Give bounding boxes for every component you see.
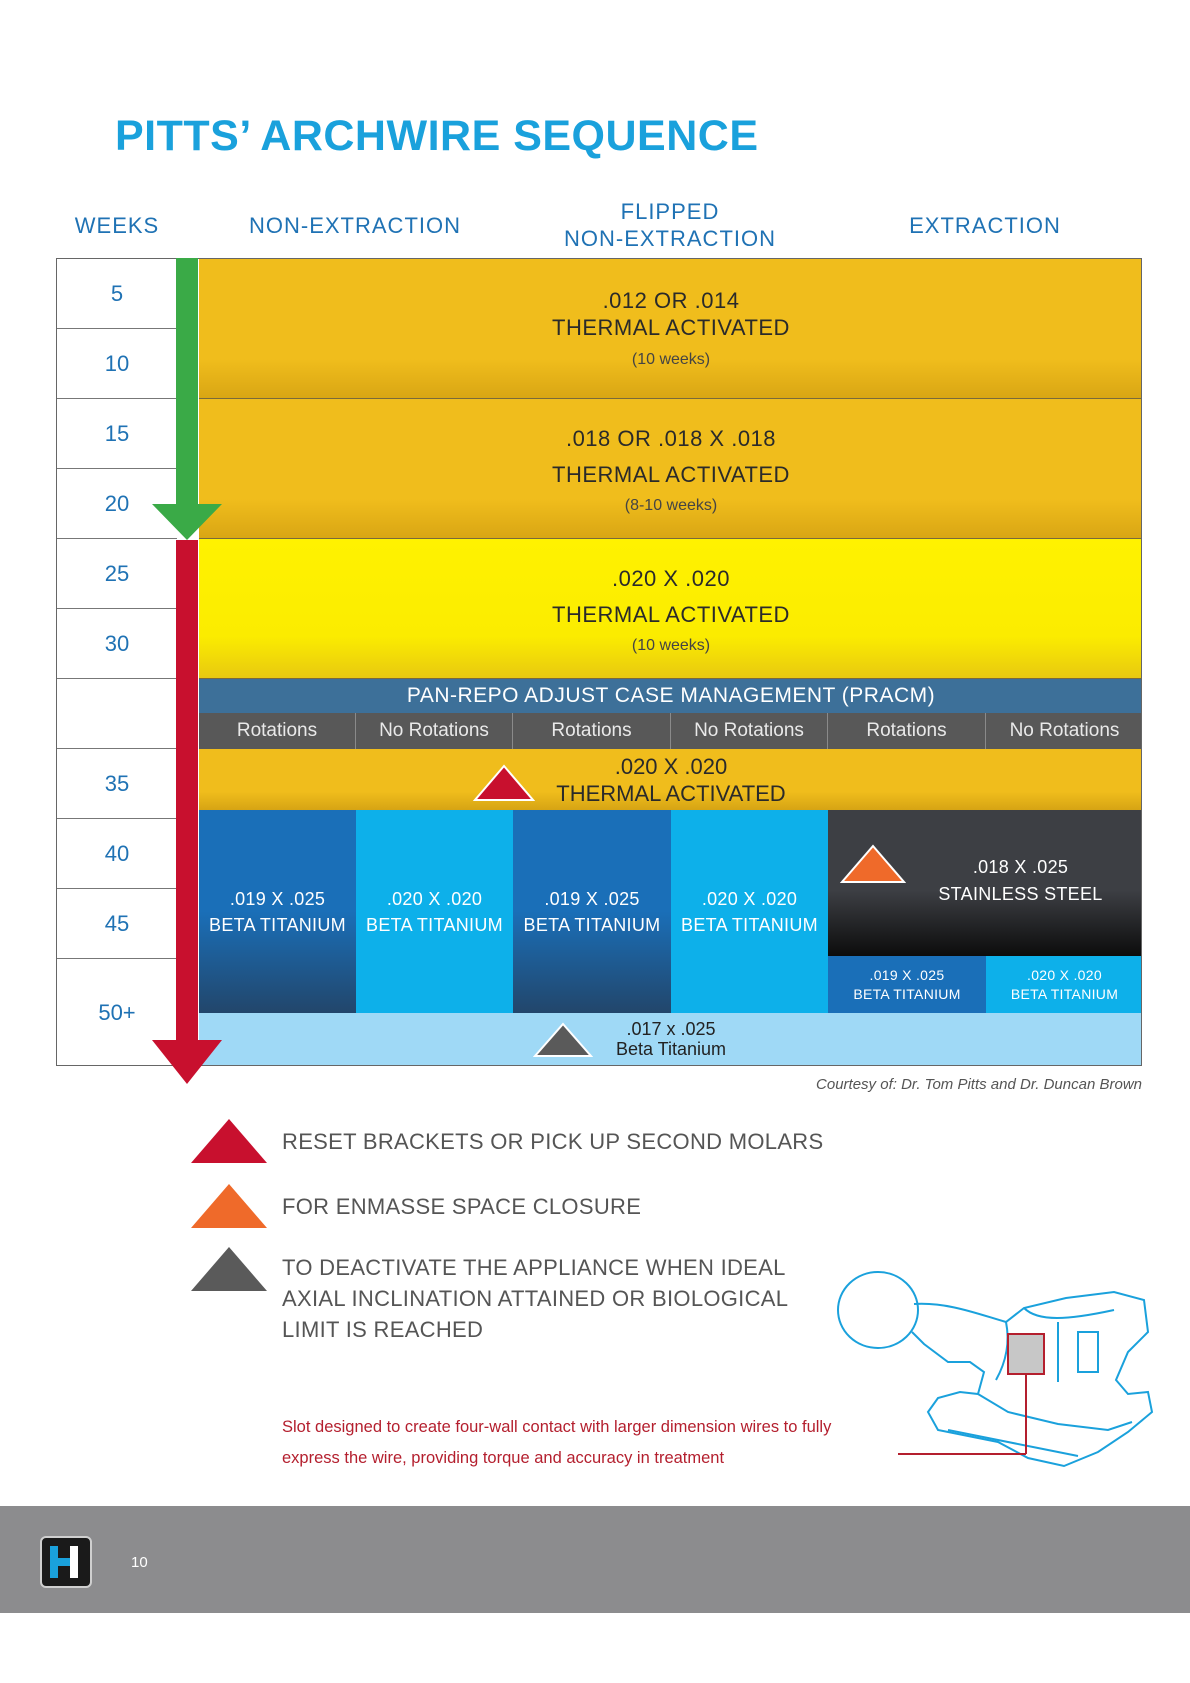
wire-type: BETA TITANIUM [853, 985, 961, 1002]
week-cell: 25 [57, 539, 177, 609]
weeks-column: 5 10 15 20 25 30 35 40 45 50+ [57, 259, 177, 1065]
bracket-illustration-icon [837, 1271, 1154, 1468]
band-020-020: .020 X .020 THERMAL ACTIVATED (10 weeks) [199, 539, 1141, 679]
wire-size: .020 X .020 [701, 888, 798, 909]
brand-logo-icon [40, 1536, 92, 1588]
wire-cell: .020 X .020 BETA TITANIUM [356, 810, 513, 1013]
wire-size: .020 X .020 [386, 888, 483, 909]
courtesy-credit: Courtesy of: Dr. Tom Pitts and Dr. Dunca… [816, 1076, 1142, 1093]
week-cell: 50+ [98, 1000, 136, 1025]
header-extraction: EXTRACTION [909, 213, 1061, 238]
wire-size: .019 X .025 [869, 966, 945, 983]
wire-size: .019 X .025 [229, 888, 326, 909]
week-cell: 35 [57, 749, 177, 819]
extraction-wire-cell: .020 X .020 BETA TITANIUM [986, 956, 1141, 1013]
legend-red-text: RESET BRACKETS OR PICK UP SECOND MOLARS [282, 1129, 824, 1154]
wire-type: BETA TITANIUM [681, 914, 818, 935]
wire-type: BETA TITANIUM [209, 914, 346, 935]
week-cell: 10 [57, 329, 177, 399]
header-weeks: WEEKS [74, 213, 160, 238]
week-cell: 30 [57, 609, 177, 679]
week-cell: 5 [57, 259, 177, 329]
band-size: .018 OR .018 X .018 [565, 426, 777, 451]
stainless-steel-cell: .018 X .025 STAINLESS STEEL [828, 810, 1141, 956]
pracm-header: PAN-REPO ADJUST CASE MANAGEMENT (PRACM) [199, 679, 1141, 713]
timeline-arrows [152, 258, 222, 1084]
wire-type: BETA TITANIUM [1010, 985, 1119, 1002]
band-type: THERMAL ACTIVATED [556, 781, 786, 806]
legend-gray-line: LIMIT IS REACHED [282, 1317, 484, 1342]
orange-triangle-icon [840, 844, 906, 883]
band-size: .020 X .020 [611, 566, 731, 591]
legend-gray-line: TO DEACTIVATE THE APPLIANCE WHEN IDEAL [282, 1255, 786, 1280]
stainless-text: .018 X .025 STAINLESS STEEL [898, 854, 1141, 908]
week-cell: 20 [57, 469, 177, 539]
rotations-cell: Rotations [828, 713, 986, 749]
wire-type: Beta Titanium [615, 1039, 727, 1059]
rotations-cell: No Rotations [356, 713, 513, 749]
extraction-wire-cell: .019 X .025 BETA TITANIUM [828, 956, 986, 1013]
page-title: PITTS’ ARCHWIRE SEQUENCE [115, 112, 759, 160]
slot-note-line: express the wire, providing torque and a… [282, 1449, 725, 1467]
band-type: THERMAL ACTIVATED [552, 602, 790, 627]
band-type: THERMAL ACTIVATED [552, 315, 790, 340]
rotations-cell: No Rotations [986, 713, 1141, 749]
final-beta-band: .017 x .025 Beta Titanium [199, 1013, 1141, 1065]
rotations-cell: Rotations [199, 713, 356, 749]
header-non-extraction: NON-EXTRACTION [249, 213, 461, 238]
red-arrow-shaft [176, 540, 198, 1040]
rotations-cell: Rotations [513, 713, 671, 749]
green-arrow-head [152, 504, 222, 540]
wire-size: .019 X .025 [544, 888, 640, 909]
page-number: 10 [131, 1554, 148, 1571]
wire-cell: .019 X .025 BETA TITANIUM [513, 810, 671, 1013]
green-arrow-shaft [176, 258, 198, 504]
week-cell: 15 [57, 399, 177, 469]
band-size: .020 X .020 [614, 754, 728, 779]
wire-type: BETA TITANIUM [523, 914, 661, 935]
legend-red-triangle-icon [191, 1119, 267, 1163]
wire-size: .018 X .025 [972, 857, 1069, 877]
slot-highlight [1007, 1333, 1045, 1375]
band-size: .012 OR .014 [602, 288, 740, 313]
week-cell [57, 679, 177, 749]
header-flipped: FLIPPED NON-EXTRACTION [520, 198, 820, 252]
wire-cell: .019 X .025 BETA TITANIUM [199, 810, 356, 1013]
wire-type: STAINLESS STEEL [938, 884, 1103, 904]
band-duration: (10 weeks) [631, 637, 711, 654]
band-020-thermal-2: .020 X .020 THERMAL ACTIVATED [199, 749, 1141, 810]
slot-note-line: Slot designed to create four-wall contac… [282, 1418, 832, 1436]
legend-gray-text: TO DEACTIVATE THE APPLIANCE WHEN IDEAL A… [282, 1252, 788, 1345]
slot-note: Slot designed to create four-wall contac… [282, 1412, 922, 1474]
week-cell: 40 [57, 819, 177, 889]
wire-size: .017 x .025 [626, 1019, 716, 1039]
band-duration: (8-10 weeks) [624, 497, 718, 514]
rotations-cell: No Rotations [671, 713, 828, 749]
red-arrow-head [152, 1040, 222, 1084]
header-flipped-line2: NON-EXTRACTION [564, 226, 776, 251]
legend-gray-triangle-icon [191, 1247, 267, 1291]
band-018: .018 OR .018 X .018 THERMAL ACTIVATED (8… [199, 399, 1141, 539]
red-triangle-icon [473, 764, 535, 801]
gray-triangle-icon [533, 1022, 593, 1057]
legend-gray-line: AXIAL INCLINATION ATTAINED OR BIOLOGICAL [282, 1286, 789, 1311]
legend-orange-triangle-icon [191, 1184, 267, 1228]
band-type: THERMAL ACTIVATED [552, 462, 790, 487]
legend-orange-text: FOR ENMASSE SPACE CLOSURE [282, 1194, 642, 1219]
archwire-chart: 5 10 15 20 25 30 35 40 45 50+ .012 OR .0… [56, 258, 1142, 1066]
band-duration: (10 weeks) [631, 351, 711, 368]
week-cell: 45 [57, 889, 177, 959]
page-footer: 10 [0, 1506, 1190, 1613]
header-flipped-line1: FLIPPED [620, 199, 720, 224]
wire-type: BETA TITANIUM [366, 914, 503, 935]
band-012-014: .012 OR .014 THERMAL ACTIVATED (10 weeks… [199, 259, 1141, 399]
wire-cell: .020 X .020 BETA TITANIUM [671, 810, 828, 1013]
wire-size: .020 X .020 [1027, 966, 1102, 983]
